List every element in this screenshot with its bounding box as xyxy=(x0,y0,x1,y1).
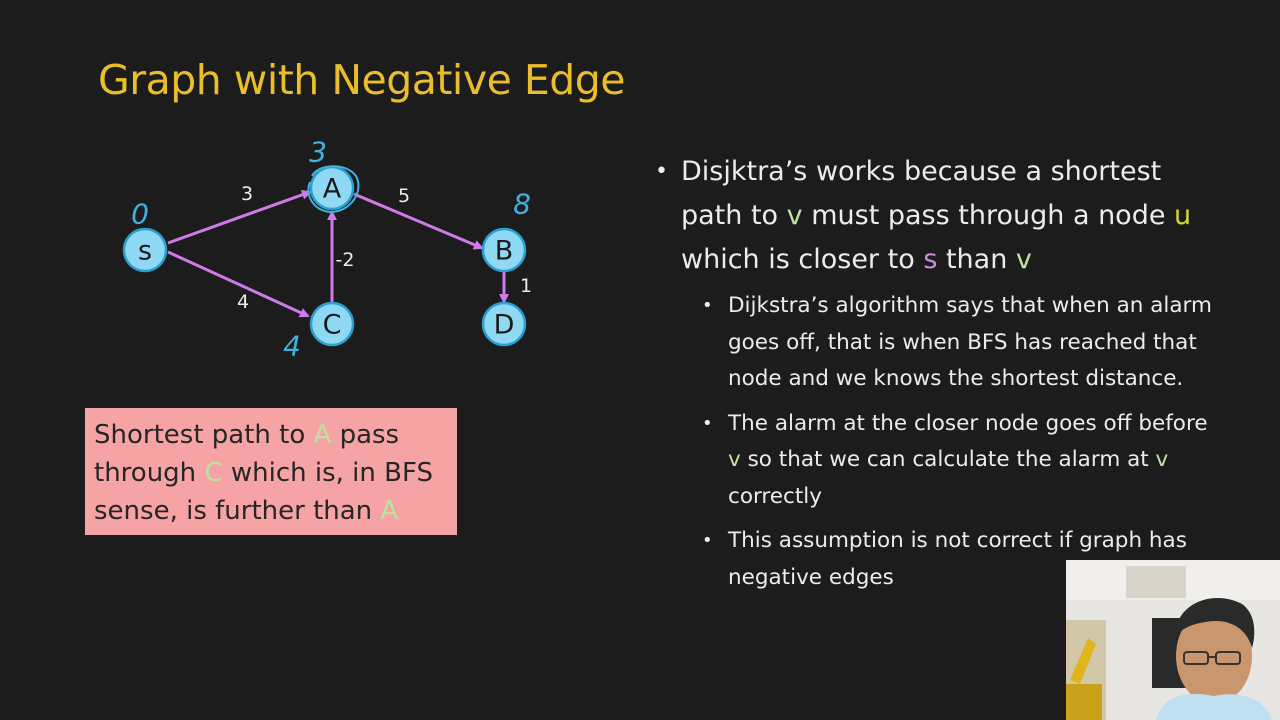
bullet-sub-3: • This assumption is not correct if grap… xyxy=(702,523,1215,596)
slide-title: Graph with Negative Edge xyxy=(98,56,626,104)
annotation-a-distance: 3 xyxy=(309,136,327,169)
node-b-label: B xyxy=(495,236,514,267)
node-a-label: A xyxy=(323,174,342,205)
bullet-sub-1: • Dijkstra’s algorithm says that when an… xyxy=(702,288,1215,398)
note-highlight-a: A xyxy=(313,420,332,450)
node-d-label: D xyxy=(494,310,515,341)
edge-a-b xyxy=(353,192,484,250)
bullet-main-t2: must pass through a node xyxy=(802,200,1175,231)
bullet-dot-icon: • xyxy=(702,295,713,316)
bullet-sub-1-text: Dijkstra’s algorithm says that when an a… xyxy=(728,293,1212,391)
bullet-dot-icon: • xyxy=(702,530,713,551)
note-highlight-c: C xyxy=(204,458,223,488)
note-text-1: Shortest path to xyxy=(94,420,314,450)
note-text-2: pass through xyxy=(94,420,400,488)
node-b: B xyxy=(481,227,527,273)
bullet-main: • Disjktra’s works because a shortest pa… xyxy=(655,150,1215,282)
bullet-dot-icon: • xyxy=(702,412,713,434)
node-d: D xyxy=(481,301,527,347)
bullet-sub-2-text: The alarm at the closer node goes off be… xyxy=(728,406,1215,516)
bullet-sub-2: • The alarm at the closer node goes off … xyxy=(702,406,1215,516)
node-s: s xyxy=(122,227,168,273)
bullet-sub-2-t3: correctly xyxy=(728,483,822,509)
note-highlight-a-2: A xyxy=(380,496,399,526)
bullet-main-v2: v xyxy=(1015,244,1032,275)
presenter-webcam xyxy=(1066,560,1280,720)
note-text-3: which is, in BFS sense, is further than xyxy=(94,458,433,526)
bullet-sub-3-text: This assumption is not correct if graph … xyxy=(728,528,1187,590)
weight-a-b: 5 xyxy=(398,185,410,207)
bullet-dot-icon: • xyxy=(655,159,668,184)
bullet-main-t1: Disjktra’s works because a shortest path… xyxy=(681,156,1162,231)
bullet-main-t4: than xyxy=(937,244,1016,275)
node-s-label: s xyxy=(138,236,152,267)
bullet-main-v1: v xyxy=(786,200,803,231)
bullet-sub-2-v2: v xyxy=(1155,447,1169,472)
bullet-main-t3: which is closer to xyxy=(681,244,924,275)
bullet-main-u: u xyxy=(1174,200,1192,231)
annotation-c-distance: 4 xyxy=(283,330,301,363)
weight-b-d: 1 xyxy=(520,275,532,297)
bullet-sub-2-v1: v xyxy=(728,447,741,472)
annotation-s-distance: 0 xyxy=(131,198,149,231)
note-box: Shortest path to A pass through C which … xyxy=(85,408,457,535)
node-a: A xyxy=(309,165,355,211)
handdrawn-circle-a xyxy=(307,165,360,214)
bullet-sub-2-t2: so that we can calculate the alarm at xyxy=(740,447,1156,472)
bullet-list: • Disjktra’s works because a shortest pa… xyxy=(655,150,1215,604)
bullet-main-text: Disjktra’s works because a shortest path… xyxy=(681,156,1191,275)
node-c-label: C xyxy=(323,310,342,341)
weight-s-c: 4 xyxy=(237,291,249,313)
bullet-sub-2-t1: The alarm at the closer node goes off be… xyxy=(728,410,1208,436)
weight-s-a: 3 xyxy=(241,183,253,205)
graph-diagram: 3 4 -2 5 1 s A B C D 0 3 8 4 xyxy=(122,136,532,363)
edge-s-a xyxy=(167,189,312,245)
annotation-b-distance: 8 xyxy=(513,188,531,221)
weight-c-a: -2 xyxy=(336,249,355,271)
bullet-main-s: s xyxy=(923,244,938,275)
edge-s-c xyxy=(167,250,310,318)
node-c: C xyxy=(309,301,355,347)
